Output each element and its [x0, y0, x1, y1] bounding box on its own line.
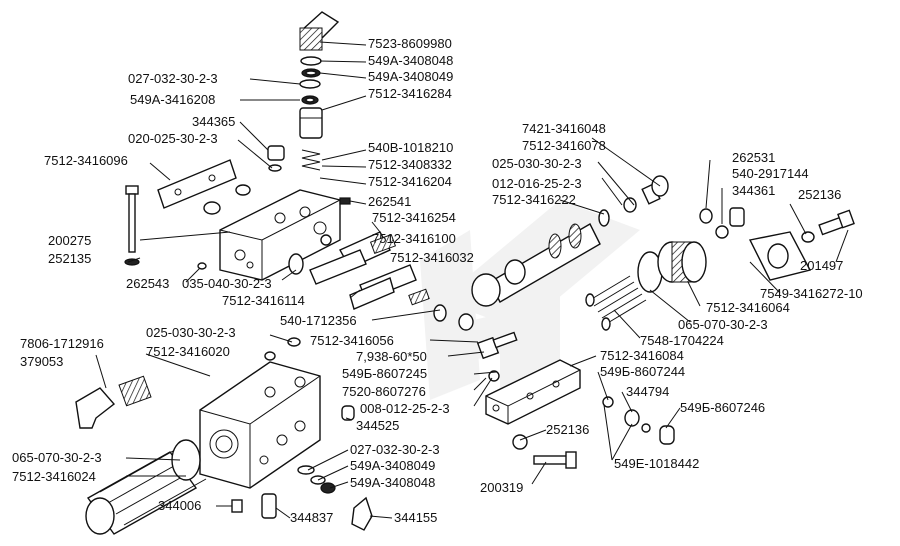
label-035-040-30-2-3: 035-040-30-2-3 — [182, 276, 272, 291]
leader-lines — [95, 41, 849, 519]
small-screw-262541 — [339, 197, 351, 205]
o-rings-block — [197, 184, 332, 275]
label-7512-3416100: 7512-3416100 — [372, 231, 456, 246]
label-252135: 252135 — [48, 251, 91, 266]
label-027-032-30-2-3-top: 027-032-30-2-3 — [128, 71, 218, 86]
valve-body-fitting — [299, 107, 323, 139]
label-7512-3416222: 7512-3416222 — [492, 192, 576, 207]
hose-7512-3416024 — [85, 439, 207, 535]
main-spool-shaft — [471, 175, 669, 307]
label-7512-3408332: 7512-3408332 — [368, 157, 452, 172]
label-344525: 344525 — [356, 418, 399, 433]
label-262543: 262543 — [126, 276, 169, 291]
label-549A-3408049-top: 549А-3408049 — [368, 69, 453, 84]
label-540-1712356: 540-1712356 — [280, 313, 357, 328]
label-7512-3416056: 7512-3416056 — [310, 333, 394, 348]
cylinder-sleeve-7512-3416064 — [657, 241, 707, 283]
label-027-032-30-2-3-bottom: 027-032-30-2-3 — [350, 442, 440, 457]
label-344361: 344361 — [732, 183, 775, 198]
label-7,938-60-50: 7,938-60*50 — [356, 349, 427, 364]
label-7523-8609980: 7523-8609980 — [368, 36, 452, 51]
bolt-200275 — [124, 185, 140, 266]
label-344365: 344365 — [192, 114, 235, 129]
label-7512-3416114: 7512-3416114 — [222, 293, 305, 308]
label-7512-3416254: 7512-3416254 — [372, 210, 456, 225]
label-065-070-30-2-3-left: 065-070-30-2-3 — [12, 450, 102, 465]
label-7549-3416272-10: 7549-3416272-10 — [760, 286, 863, 301]
label-7512-3416032: 7512-3416032 — [390, 250, 474, 265]
label-379053: 379053 — [20, 354, 63, 369]
distributor-block-upper — [219, 189, 341, 281]
label-549E-1018442: 549Е-1018442 — [614, 456, 699, 471]
label-344006: 344006 — [158, 498, 201, 513]
label-7512-3416084: 7512-3416084 — [600, 348, 684, 363]
label-252136-bottom: 252136 — [546, 422, 589, 437]
label-344837: 344837 — [290, 510, 333, 525]
label-7512-3416020: 7512-3416020 — [146, 344, 230, 359]
bolt-200319 — [533, 451, 577, 469]
fitting-7,938 — [476, 331, 518, 360]
label-540-2917144: 540-2917144 — [732, 166, 809, 181]
label-549B-8607244: 549Б-8607244 — [600, 364, 685, 379]
top-elbow-fitting — [299, 11, 340, 51]
label-008-012-25-2-3: 008-012-25-2-3 — [360, 401, 450, 416]
label-549A-3408049-bottom: 549А-3408049 — [350, 458, 435, 473]
cap-plug-344365 — [267, 145, 285, 172]
label-025-030-30-2-3-mid: 025-030-30-2-3 — [146, 325, 236, 340]
seal-ring-upper — [299, 56, 322, 105]
valve-block-7512-3416084 — [485, 359, 581, 425]
spring-7548-1704224 — [585, 275, 647, 331]
label-262541: 262541 — [368, 194, 411, 209]
spring-upper — [301, 149, 321, 171]
label-549A-3408048-top: 549А-3408048 — [368, 53, 453, 68]
elbow-fitting-lower-left — [75, 375, 152, 429]
label-252136-top: 252136 — [798, 187, 841, 202]
plug-344361 — [699, 207, 745, 239]
spool-assembly — [309, 231, 474, 331]
label-025-030-30-2-3-top: 025-030-30-2-3 — [492, 156, 582, 171]
bolt-201497 — [801, 209, 855, 243]
gasket-plate-7512-3416096 — [157, 159, 237, 209]
label-200319: 200319 — [480, 480, 523, 495]
label-7512-3416284: 7512-3416284 — [368, 86, 452, 101]
small-parts-lower-center — [231, 337, 373, 531]
label-540B-1018210: 540В-1018210 — [368, 140, 453, 155]
label-549B-8607245: 549Б-8607245 — [342, 366, 427, 381]
label-201497: 201497 — [800, 258, 843, 273]
label-549A-3416208: 549А-3416208 — [130, 92, 215, 107]
label-7512-3416204: 7512-3416204 — [368, 174, 452, 189]
label-7512-3416096: 7512-3416096 — [44, 153, 128, 168]
label-7512-3416078: 7512-3416078 — [522, 138, 606, 153]
label-020-025-30-2-3: 020-025-30-2-3 — [128, 131, 218, 146]
label-7806-1712916: 7806-1712916 — [20, 336, 104, 351]
label-549A-3408048-bottom: 549А-3408048 — [350, 475, 435, 490]
label-7512-3416024: 7512-3416024 — [12, 469, 96, 484]
label-344794: 344794 — [626, 384, 669, 399]
end-cover-7549-3416272 — [748, 231, 812, 281]
label-012-016-25-2-3: 012-016-25-2-3 — [492, 176, 582, 191]
distributor-block-lower — [199, 361, 321, 489]
label-200275: 200275 — [48, 233, 91, 248]
label-7548-1704224: 7548-1704224 — [640, 333, 724, 348]
label-262531: 262531 — [732, 150, 775, 165]
label-344155: 344155 — [394, 510, 437, 525]
label-7512-3416064: 7512-3416064 — [706, 300, 790, 315]
label-065-070-30-2-3-right: 065-070-30-2-3 — [678, 317, 768, 332]
label-7520-8607276: 7520-8607276 — [342, 384, 426, 399]
label-7421-3416048: 7421-3416048 — [522, 121, 606, 136]
label-549B-8607246: 549Б-8607246 — [680, 400, 765, 415]
